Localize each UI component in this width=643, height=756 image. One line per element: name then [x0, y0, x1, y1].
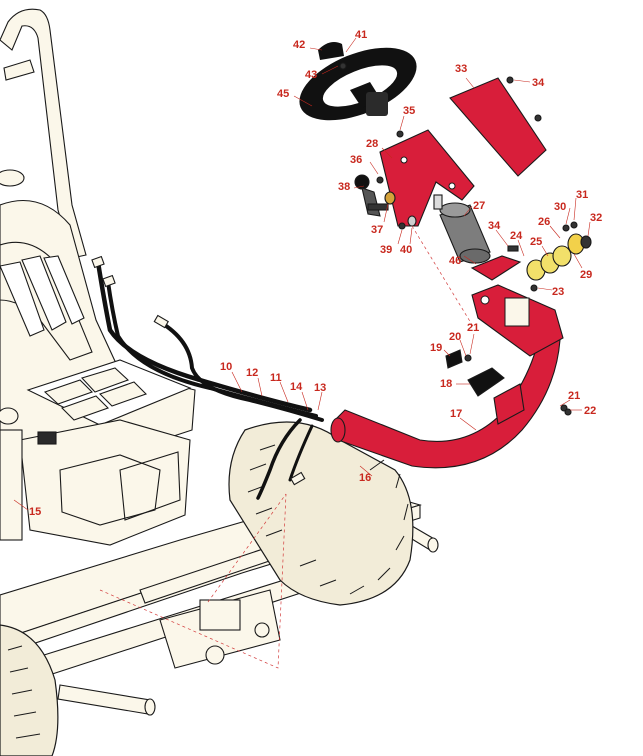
- callout-13: 13: [314, 382, 326, 394]
- callout-31: 31: [576, 189, 588, 201]
- callout-27: 27: [473, 200, 485, 212]
- column-mount-bracket: [471, 284, 564, 357]
- callout-41: 41: [355, 29, 367, 41]
- callout-24: 24: [510, 230, 523, 242]
- callout-45: 45: [277, 88, 289, 100]
- callout-40: 40: [400, 244, 412, 256]
- callout-20: 20: [449, 331, 461, 343]
- roll-bar: [0, 8, 87, 259]
- callout-43: 43: [305, 69, 317, 81]
- callout-12: 12: [246, 367, 258, 379]
- callout-14: 14: [290, 381, 303, 393]
- left-front-tire: [0, 624, 59, 756]
- callout-42: 42: [293, 39, 305, 51]
- callout-17: 17: [450, 408, 462, 420]
- callout-29: 29: [580, 269, 592, 281]
- callout-25: 25: [530, 236, 542, 248]
- callout-30: 30: [554, 201, 566, 213]
- callout-28: 28: [366, 138, 378, 150]
- callout-21-upper: 21: [467, 322, 479, 334]
- support-plate: [445, 349, 525, 425]
- hydraulic-hoses: [95, 259, 324, 500]
- tilt-lever: [354, 174, 389, 217]
- engine-block: [0, 419, 191, 546]
- callout-labels: 41 42 43 45 33 34 35 28 36 38 37 39 40 2…: [29, 29, 602, 518]
- callout-16: 16: [359, 472, 371, 484]
- callout-10: 10: [220, 361, 232, 373]
- hose-fittings: [91, 255, 306, 486]
- callout-18: 18: [440, 378, 452, 390]
- steering-cap: [318, 42, 344, 60]
- callout-32: 32: [590, 212, 602, 224]
- steering-cover: [449, 77, 547, 177]
- seat: [0, 169, 196, 471]
- callout-35: 35: [403, 105, 415, 117]
- callout-36: 36: [350, 154, 362, 166]
- callout-11: 11: [270, 372, 282, 384]
- leader-lines: [13, 37, 591, 511]
- callout-39: 39: [380, 244, 392, 256]
- callout-34-top: 34: [532, 77, 545, 89]
- steering-pump: [433, 194, 491, 264]
- callout-22: 22: [584, 405, 596, 417]
- callout-46: 46: [449, 255, 461, 267]
- steering-wheel: [299, 47, 417, 121]
- callout-26: 26: [538, 216, 550, 228]
- reference-lines: [99, 225, 475, 669]
- right-rear-tire: [228, 421, 414, 606]
- valve-bracket: [470, 255, 522, 281]
- callout-38: 38: [338, 181, 350, 193]
- callout-21-lower: 21: [568, 390, 580, 402]
- callout-19: 19: [430, 342, 442, 354]
- callout-15: 15: [29, 506, 41, 518]
- callout-33: 33: [455, 63, 467, 75]
- callout-37: 37: [371, 224, 383, 236]
- callout-34-mid: 34: [488, 220, 501, 232]
- callout-23: 23: [552, 286, 564, 298]
